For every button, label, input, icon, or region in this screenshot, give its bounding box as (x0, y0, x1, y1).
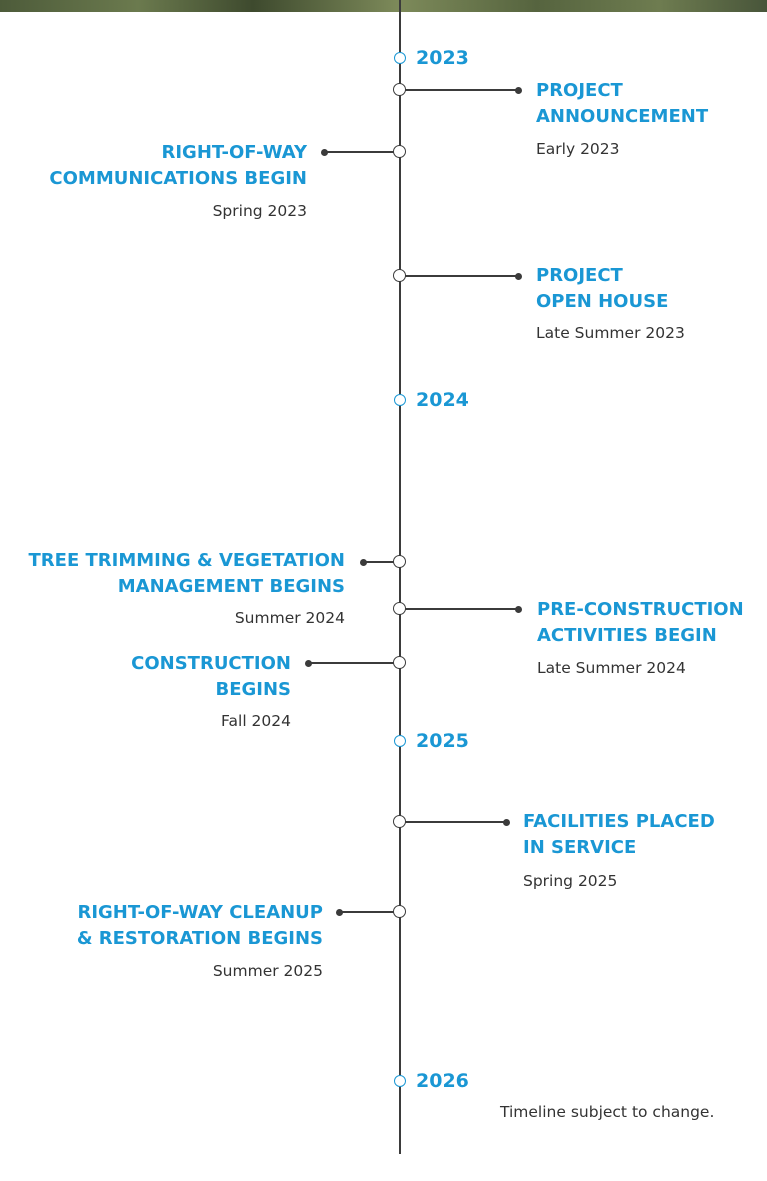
event-title-line: RIGHT-OF-WAY CLEANUP (77, 902, 323, 923)
event-title-right-of-way-cleanup: RIGHT-OF-WAY CLEANUP & RESTORATION BEGIN… (77, 900, 323, 952)
event-node (393, 145, 406, 158)
event-title-line: RIGHT-OF-WAY (161, 142, 308, 163)
year-marker-2024 (394, 394, 406, 406)
event-date: Summer 2025 (212, 962, 323, 980)
event-title-right-of-way-communications: RIGHT-OF-WAY COMMUNICATIONS BEGIN (49, 140, 307, 192)
event-title-line: PRE-CONSTRUCTION (537, 599, 744, 620)
event-dot (359, 558, 367, 566)
event-title-line: FACILITIES PLACED (523, 811, 715, 832)
event-node (393, 269, 406, 282)
event-connector (324, 151, 400, 153)
event-date: Fall 2024 (221, 712, 291, 730)
event-date: Late Summer 2023 (536, 324, 685, 342)
event-date: Early 2023 (536, 140, 620, 158)
event-node (393, 905, 406, 918)
year-label-2024: 2024 (416, 389, 469, 411)
timeline-spine (399, 0, 401, 1154)
year-label-2025: 2025 (416, 730, 469, 752)
event-title-line: PROJECT (536, 265, 623, 286)
event-title-line: PROJECT (536, 80, 623, 101)
event-connector (400, 275, 518, 277)
event-title-line: & RESTORATION BEGINS (76, 928, 323, 949)
header-photo-strip (0, 0, 767, 12)
event-connector (363, 561, 400, 563)
event-title-line: ACTIVITIES BEGIN (537, 625, 717, 646)
event-title-line: BEGINS (215, 679, 291, 700)
event-title-project-open-house: PROJECT OPEN HOUSE (536, 263, 668, 315)
year-marker-2026 (394, 1075, 406, 1087)
event-connector (339, 911, 400, 913)
event-title-line: TREE TRIMMING & VEGETATION (28, 550, 345, 571)
event-title-line: MANAGEMENT BEGINS (117, 576, 345, 597)
event-node (393, 815, 406, 828)
event-title-line: IN SERVICE (523, 837, 637, 858)
event-connector (400, 821, 506, 823)
event-dot (514, 272, 522, 280)
event-connector (400, 89, 518, 91)
event-dot (320, 148, 328, 156)
event-date: Spring 2025 (523, 872, 618, 890)
event-dot (514, 86, 522, 94)
event-title-line: OPEN HOUSE (536, 291, 669, 312)
event-node (393, 656, 406, 669)
event-title-line: CONSTRUCTION (131, 653, 291, 674)
event-title-project-announcement: PROJECT ANNOUNCEMENT (536, 78, 708, 130)
event-dot (335, 908, 343, 916)
event-connector (400, 608, 518, 610)
event-title-pre-construction: PRE-CONSTRUCTION ACTIVITIES BEGIN (537, 597, 744, 649)
event-title-facilities-placed: FACILITIES PLACED IN SERVICE (523, 809, 715, 861)
event-node (393, 555, 406, 568)
year-label-2026: 2026 (416, 1070, 469, 1092)
event-node (393, 83, 406, 96)
event-date: Late Summer 2024 (537, 659, 686, 677)
timeline-disclaimer: Timeline subject to change. (500, 1103, 715, 1121)
event-date: Summer 2024 (234, 609, 345, 627)
event-dot (514, 605, 522, 613)
event-dot (304, 659, 312, 667)
event-date: Spring 2023 (212, 202, 307, 220)
year-marker-2023 (394, 52, 406, 64)
event-title-tree-trimming: TREE TRIMMING & VEGETATION MANAGEMENT BE… (29, 548, 345, 600)
year-marker-2025 (394, 735, 406, 747)
year-label-2023: 2023 (416, 47, 469, 69)
event-title-line: ANNOUNCEMENT (536, 106, 709, 127)
event-node (393, 602, 406, 615)
event-connector (308, 662, 400, 664)
event-title-construction-begins: CONSTRUCTION BEGINS (131, 651, 291, 703)
event-title-line: COMMUNICATIONS BEGIN (49, 168, 307, 189)
event-dot (502, 818, 510, 826)
